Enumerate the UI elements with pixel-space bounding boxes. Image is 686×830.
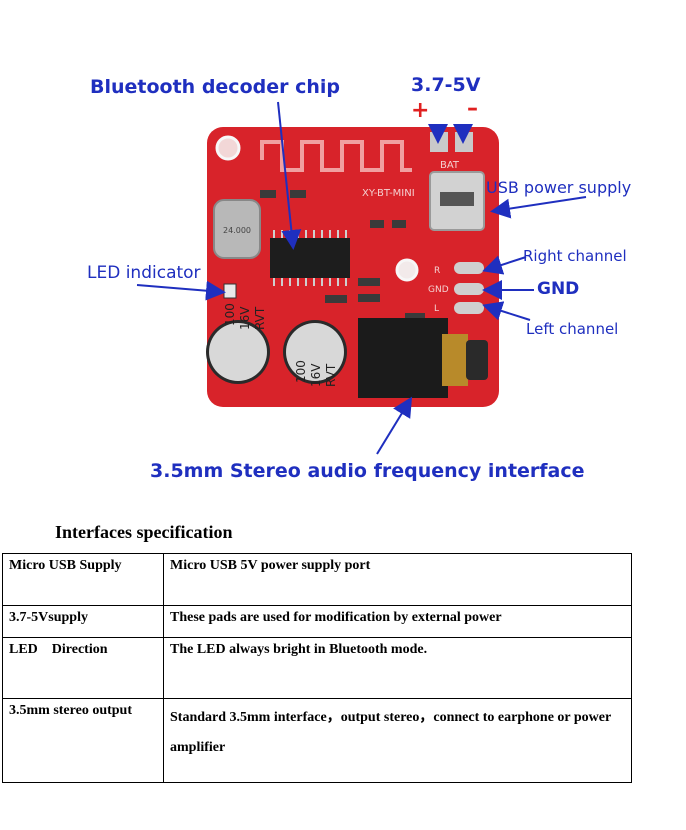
led-callout: LED indicator bbox=[87, 263, 201, 283]
module-diagram: 24.000 XY-BT-MINI BAT bbox=[87, 74, 632, 482]
spec-desc: Standard 3.5mm interface，output stereo，c… bbox=[163, 698, 632, 783]
usb-callout: USB power supply bbox=[486, 178, 632, 197]
spec-name: LED Direction bbox=[2, 637, 164, 699]
mount-hole-icon bbox=[395, 258, 419, 282]
left-channel-callout: Left channel bbox=[526, 320, 619, 338]
channel-pads bbox=[454, 262, 484, 314]
board-illustration: 24.000 XY-BT-MINI BAT bbox=[136, 101, 587, 455]
chip-callout: Bluetooth decoder chip bbox=[90, 76, 340, 98]
plus-sign: + bbox=[411, 98, 430, 123]
pad-l-label: L bbox=[434, 304, 439, 314]
svg-text:100: 100 bbox=[223, 303, 237, 326]
table-row: LED Direction The LED always bright in B… bbox=[2, 637, 632, 699]
svg-text:RVT: RVT bbox=[324, 363, 338, 387]
gnd-callout: GND bbox=[537, 279, 580, 299]
capacitor-2: 100 16V RVT bbox=[283, 320, 347, 387]
bat-label: BAT bbox=[440, 160, 460, 171]
smd-components bbox=[260, 190, 425, 321]
voltage-callout: 3.7-5V bbox=[411, 74, 481, 96]
decoder-chip bbox=[270, 238, 350, 278]
spec-name: 3.7-5Vsupply bbox=[2, 605, 164, 638]
audio-jack bbox=[358, 318, 488, 398]
table-row: Micro USB Supply Micro USB 5V power supp… bbox=[2, 553, 632, 606]
callout-arrows bbox=[136, 101, 587, 455]
svg-text:100: 100 bbox=[294, 360, 308, 383]
table-row: 3.7-5Vsupply These pads are used for mod… bbox=[2, 605, 632, 638]
spec-name: 3.5mm stereo output bbox=[2, 698, 164, 783]
spec-desc: The LED always bright in Bluetooth mode. bbox=[163, 637, 632, 699]
table-row: 3.5mm stereo output Standard 3.5mm inter… bbox=[2, 698, 632, 783]
pad-r-label: R bbox=[434, 266, 440, 276]
crystal bbox=[213, 199, 261, 259]
pad-gnd-label: GND bbox=[428, 285, 449, 295]
svg-text:16V: 16V bbox=[238, 306, 252, 330]
svg-text:16V: 16V bbox=[309, 363, 323, 387]
crystal-label: 24.000 bbox=[223, 226, 251, 235]
svg-text:RVT: RVT bbox=[253, 306, 267, 330]
spec-desc: These pads are used for modification by … bbox=[163, 605, 632, 638]
antenna-trace bbox=[260, 140, 412, 172]
spec-table: Micro USB Supply Micro USB 5V power supp… bbox=[2, 553, 632, 783]
board-model-label: XY-BT-MINI bbox=[362, 188, 415, 199]
mount-hole-icon bbox=[215, 135, 241, 161]
minus-sign: – bbox=[467, 96, 478, 121]
spec-desc: Micro USB 5V power supply port bbox=[163, 553, 632, 606]
capacitor-1: 100 16V RVT bbox=[206, 303, 270, 384]
led-indicator-icon bbox=[223, 283, 237, 299]
right-channel-callout: Right channel bbox=[523, 247, 627, 265]
spec-name: Micro USB Supply bbox=[2, 553, 164, 606]
jack-callout: 3.5mm Stereo audio frequency interface bbox=[150, 460, 585, 482]
spec-title: Interfaces specification bbox=[55, 522, 233, 542]
